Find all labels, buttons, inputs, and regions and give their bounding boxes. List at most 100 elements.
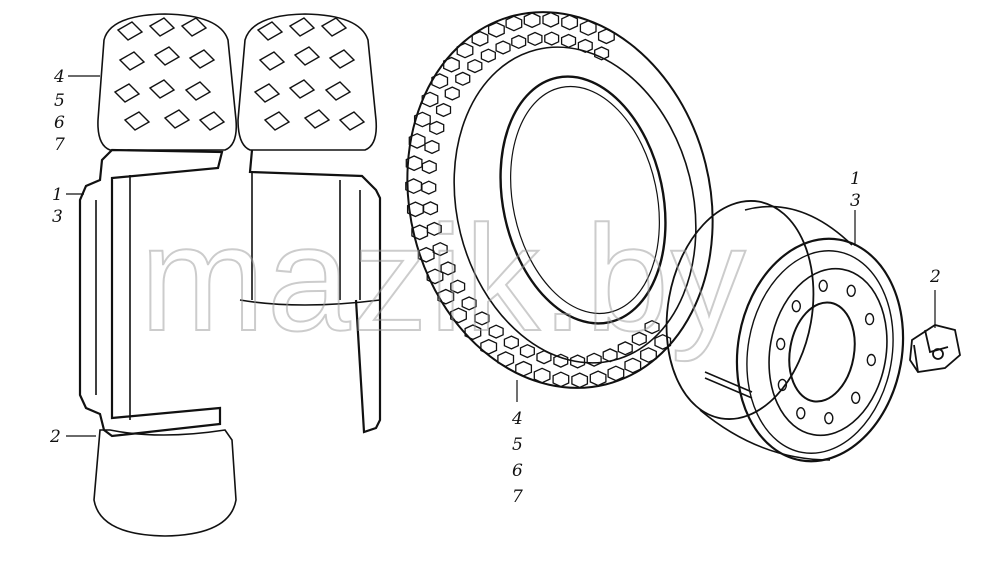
- wheel-rim-illustration: [665, 200, 905, 463]
- tread-block: [431, 73, 449, 90]
- tread-block: [523, 12, 541, 29]
- tread-block: [527, 31, 543, 47]
- tread-block: [640, 347, 657, 363]
- tread-pattern-left: [113, 17, 226, 131]
- rim-disc: [768, 267, 888, 437]
- tread-block: [597, 28, 615, 45]
- callout-section-tire-7: 7: [54, 135, 65, 155]
- callouts-wheel: 1 3: [850, 169, 861, 211]
- tread-block: [533, 367, 551, 384]
- bolt-hole: [776, 337, 786, 351]
- bolt-hole: [846, 284, 856, 297]
- tread-block: [631, 331, 647, 346]
- tread-block: [544, 31, 560, 46]
- tread-pattern-right: [253, 17, 366, 131]
- tread-block: [417, 246, 435, 263]
- tread-block: [455, 71, 471, 86]
- tire-outer: [406, 11, 714, 389]
- tread-block: [437, 288, 455, 305]
- tread-block: [519, 343, 535, 359]
- callout-insert-2: 2: [929, 267, 941, 287]
- tire-section-right: [237, 13, 378, 151]
- callout-section-tire-4: 4: [53, 67, 65, 87]
- tread-block: [589, 370, 607, 387]
- callouts-tire: 4 5 6 7: [511, 409, 523, 507]
- tread-block: [515, 360, 533, 377]
- bolt-hole: [824, 412, 834, 425]
- tread-block: [577, 38, 593, 54]
- callout-tire-4: 4: [511, 409, 523, 429]
- tire-illustration: [405, 11, 714, 389]
- tread-block: [579, 20, 597, 36]
- callout-tire-6: 6: [512, 461, 523, 481]
- tread-block: [444, 86, 460, 101]
- rim-well-right: [251, 172, 361, 300]
- callout-wheel-1: 1: [850, 169, 861, 189]
- callout-tire-5: 5: [512, 435, 523, 455]
- valve-stem: [704, 371, 753, 399]
- callouts-section: 4 5 6 7 1 3 2: [49, 67, 65, 447]
- callout-tire-7: 7: [512, 487, 523, 507]
- rim-front-flange: [735, 237, 905, 463]
- tread-block: [487, 21, 505, 38]
- tread-block: [624, 357, 642, 374]
- tread-block: [429, 120, 445, 136]
- rim-barrel-bottom: [699, 409, 831, 461]
- tread-block: [571, 372, 589, 389]
- rim-profile-right: [248, 149, 382, 434]
- tread-block: [421, 159, 437, 175]
- tread-block: [422, 201, 439, 216]
- leader-lines: [66, 75, 936, 437]
- bolt-hole: [791, 300, 801, 313]
- tread-block: [607, 365, 625, 382]
- callout-section-tire-6: 6: [54, 113, 65, 133]
- wheel-cross-section: [78, 13, 382, 537]
- tread-block: [450, 279, 466, 294]
- callout-wheel-3: 3: [850, 191, 861, 211]
- callout-section-rim-1: 1: [52, 185, 63, 205]
- tread-block: [495, 40, 511, 55]
- tread-block: [413, 111, 431, 128]
- tread-block: [488, 324, 504, 339]
- tread-block: [432, 241, 448, 257]
- tread-block: [435, 102, 452, 118]
- tread-block: [617, 341, 633, 356]
- tread-block: [511, 34, 527, 50]
- tread-block: [426, 221, 442, 237]
- tread-block: [570, 354, 586, 369]
- tread-block: [553, 353, 569, 368]
- tread-block: [505, 15, 523, 32]
- rim-well-left: [95, 175, 131, 420]
- tread-block: [421, 91, 439, 108]
- rim-back-flange: [665, 200, 815, 420]
- tread-block: [450, 307, 467, 324]
- watermark: mazik.by: [140, 194, 748, 362]
- rim-center-bore: [788, 301, 856, 403]
- tire-bead: [499, 75, 667, 325]
- tire-tread-blocks: [405, 11, 672, 389]
- rim-bolt-holes: [776, 279, 876, 425]
- tread-block: [443, 56, 460, 73]
- tread-block: [456, 42, 474, 59]
- tread-block: [602, 348, 618, 363]
- callout-section-tire-5: 5: [54, 91, 65, 111]
- rim-profile-left: [78, 148, 224, 438]
- tread-block: [421, 180, 437, 195]
- tread-block: [480, 48, 496, 63]
- bolt-hole: [864, 312, 875, 326]
- tread-block: [408, 132, 426, 149]
- tread-block: [586, 352, 602, 367]
- tire-bead-inner: [510, 85, 660, 315]
- tread-block: [405, 155, 423, 172]
- bolt-hole: [796, 407, 806, 420]
- tread-block: [480, 338, 498, 355]
- tread-block: [542, 11, 560, 28]
- callout-section-valve-2: 2: [49, 427, 61, 447]
- tread-block: [560, 33, 577, 49]
- tread-block: [471, 30, 489, 47]
- bolt-hole: [818, 279, 828, 292]
- tread-block: [405, 178, 423, 195]
- bolt-hole: [866, 353, 876, 367]
- tread-block: [654, 333, 672, 350]
